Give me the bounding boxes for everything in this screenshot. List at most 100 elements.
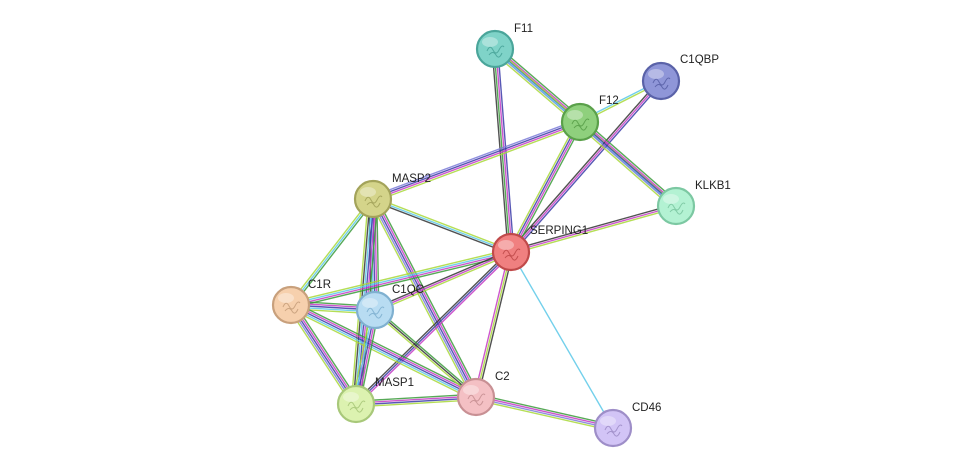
node-label-c2: C2 bbox=[495, 371, 510, 383]
edge-evidence-line bbox=[510, 251, 614, 429]
edge-evidence-line bbox=[512, 123, 584, 254]
edges-layer bbox=[287, 45, 679, 432]
node-label-c1r: C1R bbox=[308, 279, 331, 291]
node-circle-c1r[interactable] bbox=[271, 285, 311, 325]
edge-f12-klkb1[interactable] bbox=[577, 118, 679, 210]
node-f12[interactable]: F12 bbox=[560, 95, 619, 142]
edge-evidence-line bbox=[287, 306, 354, 407]
node-highlight bbox=[278, 293, 294, 303]
protein-structure-icon bbox=[486, 45, 505, 58]
protein-structure-icon bbox=[652, 77, 671, 90]
edge-evidence-line bbox=[510, 203, 676, 251]
edge-evidence-line bbox=[290, 304, 477, 398]
edge-evidence-line bbox=[290, 198, 374, 306]
node-circle-klkb1[interactable] bbox=[656, 186, 696, 226]
edge-evidence-line bbox=[288, 305, 355, 406]
edge-evidence-line bbox=[370, 199, 475, 399]
edge-evidence-line bbox=[580, 120, 678, 206]
node-circle-c1qc[interactable] bbox=[355, 290, 395, 330]
edge-masp2-c2[interactable] bbox=[369, 196, 480, 400]
edge-evidence-line bbox=[509, 121, 580, 252]
edge-evidence-line bbox=[475, 251, 512, 398]
edge-evidence-line bbox=[293, 302, 360, 403]
edge-c2-cd46[interactable] bbox=[475, 393, 614, 432]
edge-evidence-line bbox=[477, 252, 514, 398]
node-cd46[interactable]: CD46 bbox=[593, 402, 661, 448]
node-serping1[interactable]: SERPING1 bbox=[491, 225, 588, 272]
edge-masp2-serping1[interactable] bbox=[372, 196, 512, 255]
edge-f12-masp2[interactable] bbox=[371, 118, 582, 203]
edge-evidence-line bbox=[476, 395, 614, 428]
edge-evidence-line bbox=[288, 307, 475, 402]
edge-evidence-line bbox=[375, 253, 513, 313]
edge-evidence-line bbox=[373, 196, 512, 251]
edge-evidence-line bbox=[495, 48, 513, 252]
node-circle-masp1[interactable] bbox=[336, 384, 376, 424]
edge-evidence-line bbox=[373, 122, 581, 201]
node-circle-serping1[interactable] bbox=[491, 232, 531, 272]
edge-evidence-line bbox=[369, 200, 474, 400]
edge-evidence-line bbox=[290, 248, 511, 303]
edge-evidence-line bbox=[507, 120, 579, 251]
edge-evidence-line bbox=[355, 395, 476, 404]
edge-evidence-line bbox=[578, 122, 676, 208]
node-label-c1qbp: C1QBP bbox=[680, 54, 719, 66]
node-circle-masp2[interactable] bbox=[353, 179, 393, 219]
edge-evidence-line bbox=[374, 197, 479, 397]
edge-evidence-line bbox=[354, 250, 511, 404]
node-label-masp1: MASP1 bbox=[375, 377, 414, 389]
protein-structure-icon bbox=[347, 400, 366, 413]
edge-evidence-line bbox=[372, 120, 580, 199]
edge-klkb1-serping1[interactable] bbox=[510, 203, 677, 255]
node-highlight bbox=[600, 416, 616, 426]
edge-evidence-line bbox=[582, 118, 679, 204]
node-c1r[interactable]: C1R bbox=[271, 279, 331, 325]
edge-serping1-c2[interactable] bbox=[473, 251, 514, 398]
edge-evidence-line bbox=[511, 207, 677, 255]
node-highlight bbox=[498, 240, 514, 250]
node-highlight bbox=[482, 37, 498, 47]
edge-evidence-line bbox=[511, 122, 582, 253]
node-circle-c2[interactable] bbox=[456, 377, 496, 417]
node-masp1[interactable]: MASP1 bbox=[336, 377, 414, 424]
node-circle-c1qbp[interactable] bbox=[641, 61, 681, 101]
node-highlight bbox=[343, 392, 359, 402]
edge-c1qc-c2[interactable] bbox=[373, 308, 478, 399]
protein-structure-icon bbox=[667, 202, 686, 215]
node-c2[interactable]: C2 bbox=[456, 371, 510, 417]
edge-evidence-line bbox=[511, 81, 663, 254]
node-highlight bbox=[463, 385, 479, 395]
node-klkb1[interactable]: KLKB1 bbox=[656, 180, 731, 226]
edge-serping1-c1r[interactable] bbox=[290, 248, 512, 309]
node-f11[interactable]: F11 bbox=[475, 23, 533, 69]
node-circle-cd46[interactable] bbox=[593, 408, 633, 448]
node-circle-f12[interactable] bbox=[560, 102, 600, 142]
protein-structure-icon bbox=[571, 118, 590, 131]
edge-masp2-c1r[interactable] bbox=[288, 197, 376, 307]
node-masp2[interactable]: MASP2 bbox=[353, 173, 431, 219]
edge-evidence-line bbox=[579, 121, 677, 207]
edge-evidence-line bbox=[375, 196, 480, 396]
edge-serping1-c1qc[interactable] bbox=[373, 249, 513, 313]
edge-f12-serping1[interactable] bbox=[507, 120, 584, 254]
edge-c1r-masp1[interactable] bbox=[287, 302, 360, 407]
node-label-klkb1: KLKB1 bbox=[695, 180, 731, 192]
edge-evidence-line bbox=[577, 124, 674, 210]
edge-c1qbp-serping1[interactable] bbox=[509, 79, 663, 254]
edge-evidence-line bbox=[373, 310, 476, 399]
edge-serping1-cd46[interactable] bbox=[510, 251, 614, 429]
edge-serping1-masp1[interactable] bbox=[354, 250, 513, 406]
node-label-f12: F12 bbox=[599, 95, 619, 107]
edge-c1r-c2[interactable] bbox=[288, 300, 479, 402]
edge-evidence-line bbox=[510, 205, 677, 253]
node-circle-f11[interactable] bbox=[475, 29, 515, 69]
edge-evidence-line bbox=[374, 309, 477, 398]
node-label-f11: F11 bbox=[514, 23, 533, 35]
protein-structure-icon bbox=[282, 301, 301, 314]
node-c1qc[interactable]: C1QC bbox=[355, 284, 424, 330]
edge-evidence-line bbox=[355, 251, 512, 405]
node-c1qbp[interactable]: C1QBP bbox=[641, 54, 719, 101]
edge-evidence-line bbox=[509, 79, 661, 252]
edge-masp1-c2[interactable] bbox=[355, 393, 477, 408]
